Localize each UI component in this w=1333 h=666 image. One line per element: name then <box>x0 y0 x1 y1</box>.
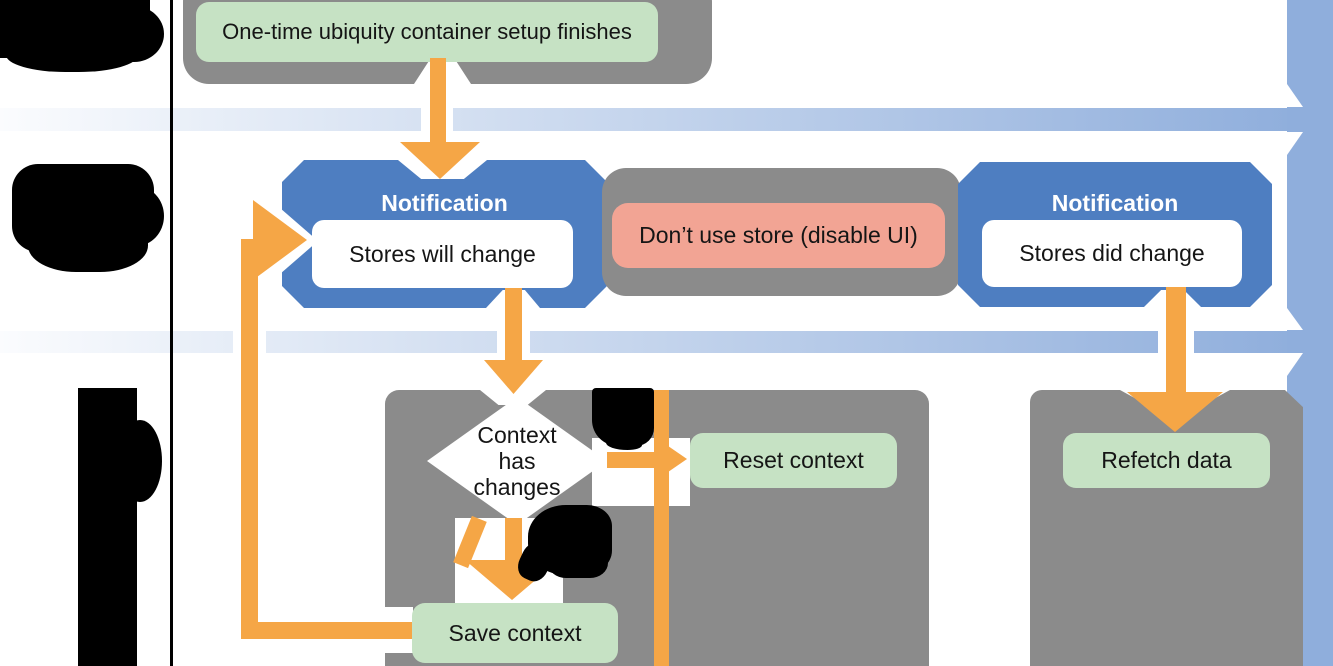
refetch-container <box>1030 390 1303 666</box>
decision-line: has <box>498 448 536 474</box>
node-stores-did-change: Stores did change <box>982 220 1242 287</box>
arrow-no-branch <box>607 452 659 468</box>
node-setup-finishes-label: One-time ubiquity container setup finish… <box>222 19 632 44</box>
notification-title-text: Notification <box>1051 190 1179 216</box>
lane-band-bottom <box>0 331 1302 353</box>
node-refetch-data-label: Refetch data <box>1101 447 1232 473</box>
notification-did-change-title: Notification <box>958 190 1272 218</box>
arrow-yes-vertical <box>505 518 522 570</box>
node-stores-will-change-label: Stores will change <box>349 240 536 267</box>
lane-band-top <box>0 108 1302 131</box>
redacted-no-label <box>606 438 642 450</box>
lane-divider-line <box>170 0 173 666</box>
node-setup-finishes: One-time ubiquity container setup finish… <box>196 2 658 62</box>
node-reset-context: Reset context <box>690 433 897 488</box>
arrow-loop-vertical <box>241 239 258 639</box>
node-reset-context-label: Reset context <box>723 447 864 473</box>
node-stores-will-change: Stores will change <box>312 220 573 288</box>
node-save-context-label: Save context <box>448 619 582 646</box>
line-vertical-drop <box>654 390 669 666</box>
node-dont-use-store: Don’t use store (disable UI) <box>612 203 945 268</box>
decision-line: changes <box>473 474 561 500</box>
arrow-loop-bottom <box>241 622 413 639</box>
process-top-notch <box>480 390 546 405</box>
node-dont-use-store-label: Don’t use store (disable UI) <box>639 222 918 248</box>
redacted-lane-label-top <box>6 34 138 72</box>
arrow-setup-to-willchange <box>430 58 446 148</box>
notification-will-change-title: Notification <box>282 190 607 218</box>
arrow-didchange-to-refetch <box>1166 287 1186 397</box>
notification-title-text: Notification <box>381 190 508 216</box>
channel <box>592 438 690 506</box>
node-save-context: Save context <box>412 603 618 663</box>
arrow-willchange-to-decision <box>505 288 522 366</box>
redacted-yes-label <box>548 528 608 578</box>
node-refetch-data: Refetch data <box>1063 433 1270 488</box>
decision-line: Context <box>477 422 557 448</box>
node-stores-did-change-label: Stores did change <box>1019 240 1205 266</box>
redacted-lane-label-middle <box>28 206 148 272</box>
arrowhead-into-process <box>484 360 543 394</box>
redacted-no-label <box>592 388 654 446</box>
redacted-lane-label-bottom <box>118 420 162 502</box>
